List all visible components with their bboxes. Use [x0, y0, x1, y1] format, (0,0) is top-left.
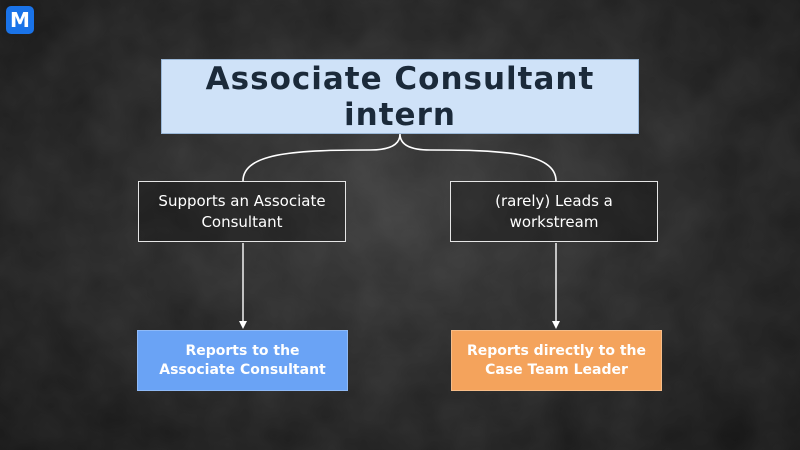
role-box-supports: Supports an Associate Consultant: [138, 181, 346, 242]
brace-connector: [242, 133, 557, 182]
role-text-supports: Supports an Associate Consultant: [158, 191, 326, 231]
role-text-leads: (rarely) Leads a workstream: [495, 191, 613, 231]
title-box: Associate Consultant intern: [161, 59, 639, 134]
brand-logo[interactable]: M: [6, 6, 34, 34]
report-box-case-team-leader: Reports directly to the Case Team Leader: [451, 330, 662, 391]
title-text: Associate Consultant intern: [205, 60, 595, 133]
report-text-case-team-leader: Reports directly to the Case Team Leader: [466, 342, 647, 378]
report-box-associate: Reports to the Associate Consultant: [137, 330, 348, 391]
report-text-associate: Reports to the Associate Consultant: [159, 342, 326, 378]
role-box-leads: (rarely) Leads a workstream: [450, 181, 658, 242]
